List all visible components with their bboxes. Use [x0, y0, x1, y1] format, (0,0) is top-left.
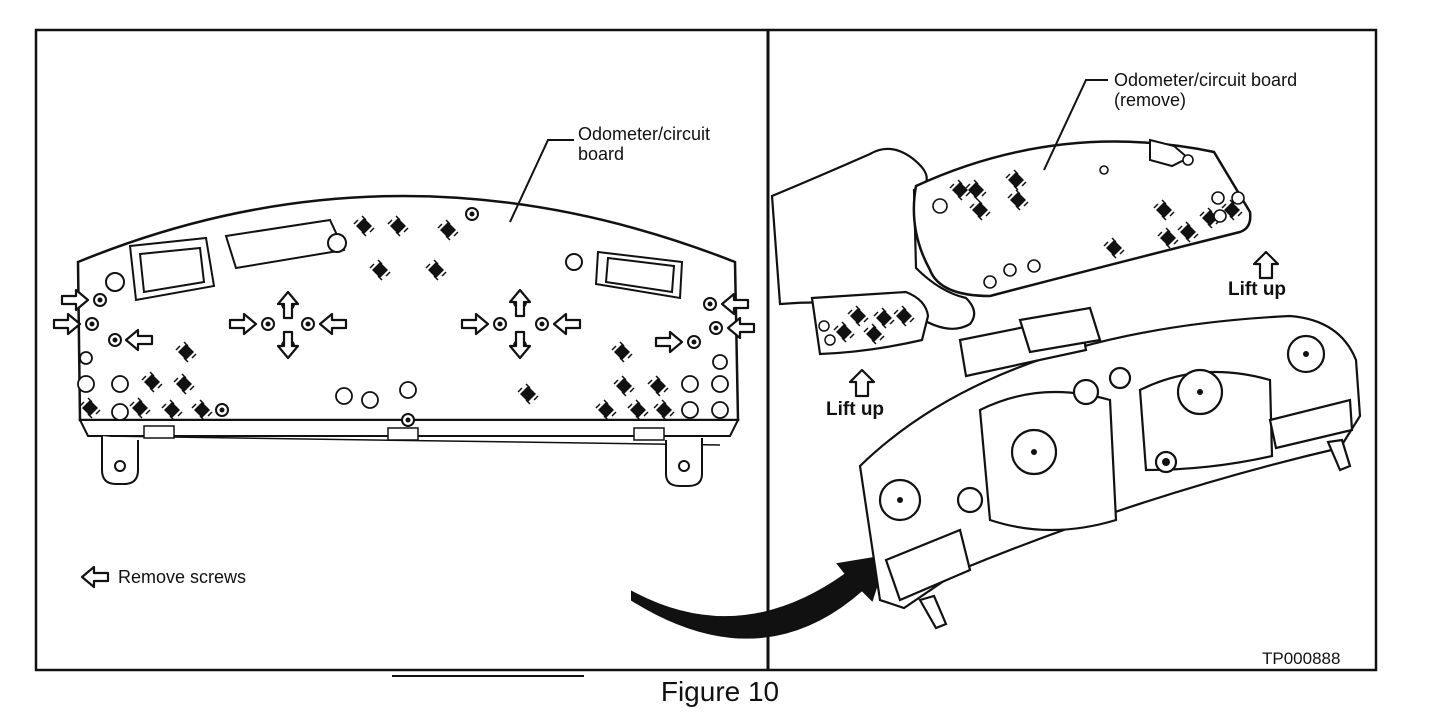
figure-frame	[34, 28, 1378, 672]
odometer-circuit-board-removed	[912, 138, 1252, 298]
callout-odometer-board-right: Odometer/circuit board (remove)	[1114, 70, 1298, 110]
legend-remove-screws: Remove screws	[118, 567, 247, 587]
callout-leader-right	[1043, 79, 1108, 171]
figure-code: TP000888	[1262, 649, 1341, 668]
lift-up-arrow-left-icon	[848, 368, 876, 398]
transition-arrow-icon	[631, 554, 888, 639]
legend-arrow-icon	[80, 565, 110, 589]
lift-up-label-right: Lift up	[1228, 279, 1287, 300]
gauge-pin-dots	[897, 351, 1309, 503]
odometer-circuit-board-left	[76, 194, 740, 487]
lift-up-label-left: Lift up	[826, 399, 885, 420]
callout-leader-left	[509, 139, 574, 223]
board-piece-lower	[818, 305, 915, 346]
lift-up-arrow-right-icon	[1252, 250, 1280, 280]
hand-illustration	[770, 147, 976, 356]
callout-odometer-board-left: Odometer/circuit board	[578, 124, 711, 164]
figure-caption: Figure 10	[660, 676, 780, 707]
instrument-cluster-housing	[858, 306, 1362, 630]
